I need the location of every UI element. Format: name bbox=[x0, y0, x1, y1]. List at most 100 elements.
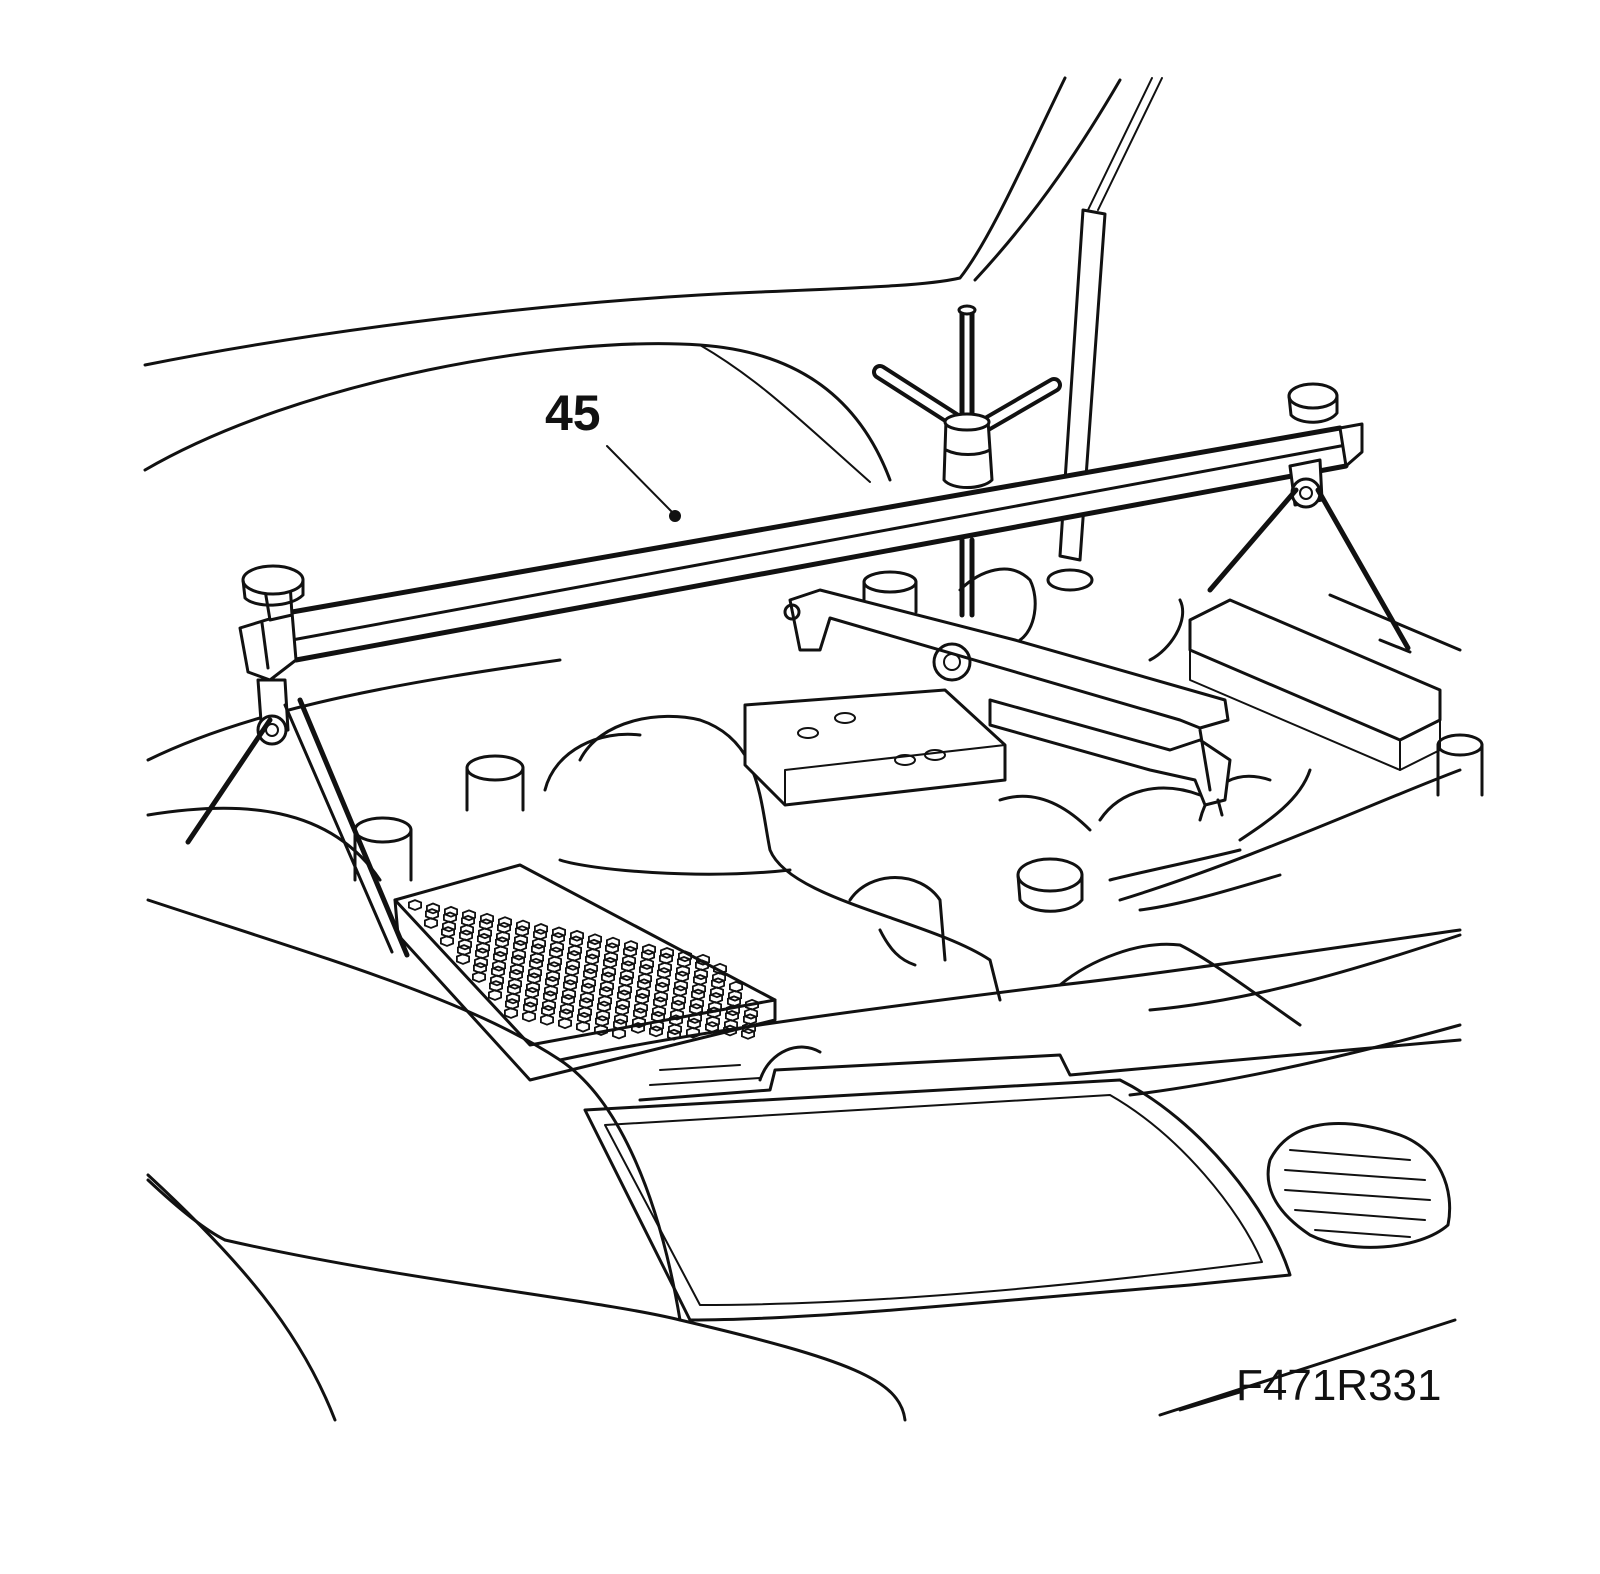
mesh-cell bbox=[687, 1017, 701, 1030]
mesh-cell bbox=[578, 1006, 592, 1018]
mesh-cell bbox=[729, 980, 743, 993]
mesh-cell bbox=[636, 987, 650, 1000]
mesh-cell bbox=[596, 1009, 610, 1022]
mesh-cell bbox=[641, 949, 655, 961]
mesh-cell bbox=[580, 991, 594, 1004]
mesh-cell bbox=[709, 992, 723, 1004]
mesh-cell bbox=[604, 951, 618, 964]
mesh-cell bbox=[660, 947, 674, 959]
mesh-cell bbox=[617, 989, 631, 1002]
mesh-cell bbox=[652, 1005, 666, 1018]
mesh-cell bbox=[689, 1003, 703, 1015]
mesh-cell bbox=[548, 955, 562, 968]
mesh-cell bbox=[642, 943, 656, 956]
mesh-cell bbox=[706, 1015, 720, 1028]
mesh-cell bbox=[532, 937, 546, 950]
mesh-cell bbox=[496, 921, 512, 934]
headlamp bbox=[583, 1078, 1292, 1322]
mesh-cell bbox=[675, 970, 689, 983]
mesh-cell bbox=[567, 950, 581, 962]
mesh-cell bbox=[527, 972, 541, 985]
open-hood bbox=[143, 76, 1122, 483]
mesh-cell bbox=[602, 965, 616, 978]
mesh-cell bbox=[423, 917, 439, 929]
mesh-cell bbox=[565, 964, 579, 977]
engine-bay bbox=[353, 567, 1484, 1002]
mesh-cell bbox=[726, 1004, 740, 1017]
side-vent bbox=[1266, 1122, 1452, 1249]
mesh-cell bbox=[724, 1019, 738, 1031]
mesh-cell bbox=[587, 938, 601, 951]
mesh-cell bbox=[455, 953, 471, 965]
mesh-cell bbox=[471, 971, 487, 983]
mesh-cell bbox=[649, 1025, 663, 1038]
mesh-cell bbox=[425, 902, 441, 915]
mesh-cell bbox=[550, 941, 564, 953]
mesh-cell bbox=[523, 1001, 537, 1014]
mesh-cell bbox=[674, 979, 688, 992]
mesh-cell bbox=[479, 912, 495, 925]
mesh-cell bbox=[650, 1019, 664, 1032]
mesh-cell bbox=[475, 941, 491, 954]
callout-dot bbox=[669, 510, 681, 522]
mesh-cell bbox=[692, 983, 706, 995]
mesh-cell bbox=[677, 956, 691, 968]
mesh-cell bbox=[459, 923, 475, 936]
mesh-cell bbox=[606, 936, 620, 949]
mesh-cell bbox=[506, 983, 521, 996]
mesh-cell bbox=[631, 1022, 645, 1034]
mesh-cell bbox=[708, 1001, 722, 1013]
mesh-cell bbox=[612, 1027, 626, 1040]
mesh-cell bbox=[711, 977, 725, 990]
callout-leader-line bbox=[606, 445, 674, 514]
engine-lifting-bracket bbox=[783, 588, 1232, 817]
mesh-cell bbox=[623, 945, 637, 958]
mesh-cell bbox=[478, 918, 494, 931]
mesh-cell bbox=[488, 980, 504, 992]
mesh-cell bbox=[494, 936, 510, 949]
mesh-cell bbox=[633, 1007, 647, 1020]
mesh-cell bbox=[456, 944, 472, 956]
mesh-cell bbox=[551, 932, 565, 944]
mesh-cell bbox=[528, 966, 542, 979]
mesh-cell bbox=[495, 930, 511, 943]
mesh-cell bbox=[461, 909, 477, 922]
mesh-cell bbox=[655, 981, 669, 994]
mesh-cell bbox=[529, 957, 543, 970]
mesh-cell bbox=[688, 1012, 702, 1024]
mesh-cell bbox=[656, 976, 670, 988]
mesh-cell bbox=[526, 981, 540, 994]
mesh-cell bbox=[624, 940, 638, 952]
mesh-cell bbox=[605, 942, 619, 955]
mesh-cell bbox=[615, 1004, 629, 1016]
mesh-cell bbox=[489, 974, 505, 987]
mesh-cell bbox=[490, 965, 506, 978]
mesh-cell bbox=[727, 995, 741, 1008]
mesh-cell bbox=[443, 905, 459, 918]
mesh-cell bbox=[569, 935, 583, 948]
mesh-cell bbox=[594, 1024, 608, 1036]
mesh-cell bbox=[570, 929, 584, 942]
mesh-cell bbox=[588, 933, 602, 946]
mesh-cell bbox=[584, 962, 598, 975]
mesh-cell bbox=[603, 956, 617, 969]
mesh-cell bbox=[672, 994, 686, 1006]
mesh-cell bbox=[634, 1001, 648, 1014]
mesh-cell bbox=[671, 999, 685, 1012]
mesh-cell bbox=[507, 977, 522, 990]
engine-support-beam bbox=[185, 382, 1412, 958]
mesh-cell bbox=[577, 1011, 591, 1024]
mesh-cell bbox=[670, 1008, 684, 1021]
mesh-cell bbox=[728, 989, 742, 1002]
mesh-cell bbox=[598, 995, 612, 1007]
mesh-cell bbox=[600, 980, 614, 993]
mesh-cell bbox=[512, 948, 526, 961]
mesh-cell bbox=[492, 950, 508, 963]
mesh-cell bbox=[510, 954, 525, 967]
mesh-cell bbox=[693, 974, 707, 986]
callout-label: 45 bbox=[545, 385, 601, 441]
mesh-cell bbox=[657, 967, 671, 979]
mesh-cell bbox=[694, 968, 708, 981]
mesh-cell bbox=[477, 927, 493, 940]
air-filter-mesh bbox=[407, 899, 759, 1041]
